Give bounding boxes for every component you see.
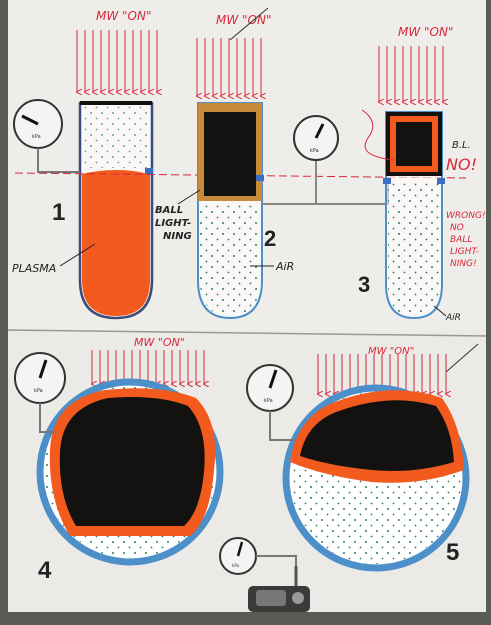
no-label: NO!	[446, 155, 477, 174]
mw-on-label-2: MW "ON"	[216, 13, 272, 27]
seal-3	[383, 178, 391, 184]
panel-number-2: 2	[264, 226, 276, 251]
ball-lightning-label-line2: LIGHT-	[155, 218, 191, 229]
mw-on-label-4: MW "ON"	[134, 336, 185, 349]
ball-lightning-4	[60, 397, 205, 526]
wrong-line1: WRONG!	[446, 211, 486, 221]
mw-on-label-1: MW "ON"	[96, 9, 152, 23]
ball-lightning-core-2	[204, 112, 256, 196]
panel-number-4: 4	[38, 557, 52, 584]
gauge-2-unit: kPa	[310, 148, 319, 154]
seal-1	[145, 168, 153, 174]
panel-number-1: 1	[52, 199, 65, 226]
ball-lightning-label-line1: BALL	[155, 205, 183, 216]
tube-1-air-dots	[84, 106, 148, 168]
plasma-fill-1	[82, 170, 150, 316]
wrong-line3: BALL	[450, 235, 472, 245]
ball-lightning-core-3	[396, 122, 432, 166]
gauge-3-unit: kPa	[34, 388, 43, 394]
air-label-2: AiR	[275, 260, 294, 273]
gauge-5-unit: kPa	[232, 563, 240, 568]
panel-number-3: 3	[358, 272, 370, 297]
plasma-label: PLASMA	[12, 262, 56, 275]
gauge-4-unit: kPa	[264, 398, 273, 404]
tube-3-air	[388, 180, 440, 316]
wrong-line2: NO	[450, 223, 464, 233]
bl-label: B.L.	[452, 140, 471, 151]
wrong-line4: LIGHT-	[450, 247, 479, 257]
mw-on-label-5: MW "ON"	[368, 346, 414, 357]
wrong-line5: NING!	[450, 259, 477, 269]
tube-2-air	[200, 204, 260, 316]
gauge-1-unit: kPa	[32, 134, 41, 140]
seal-2	[256, 175, 264, 181]
gauge-2: kPa	[294, 116, 338, 160]
air-label-3: AiR	[445, 313, 461, 323]
mw-on-label-3: MW "ON"	[398, 25, 454, 39]
seal-3b	[437, 178, 445, 184]
panel-number-5: 5	[446, 539, 459, 566]
ball-lightning-label-line3: NING	[163, 231, 192, 242]
